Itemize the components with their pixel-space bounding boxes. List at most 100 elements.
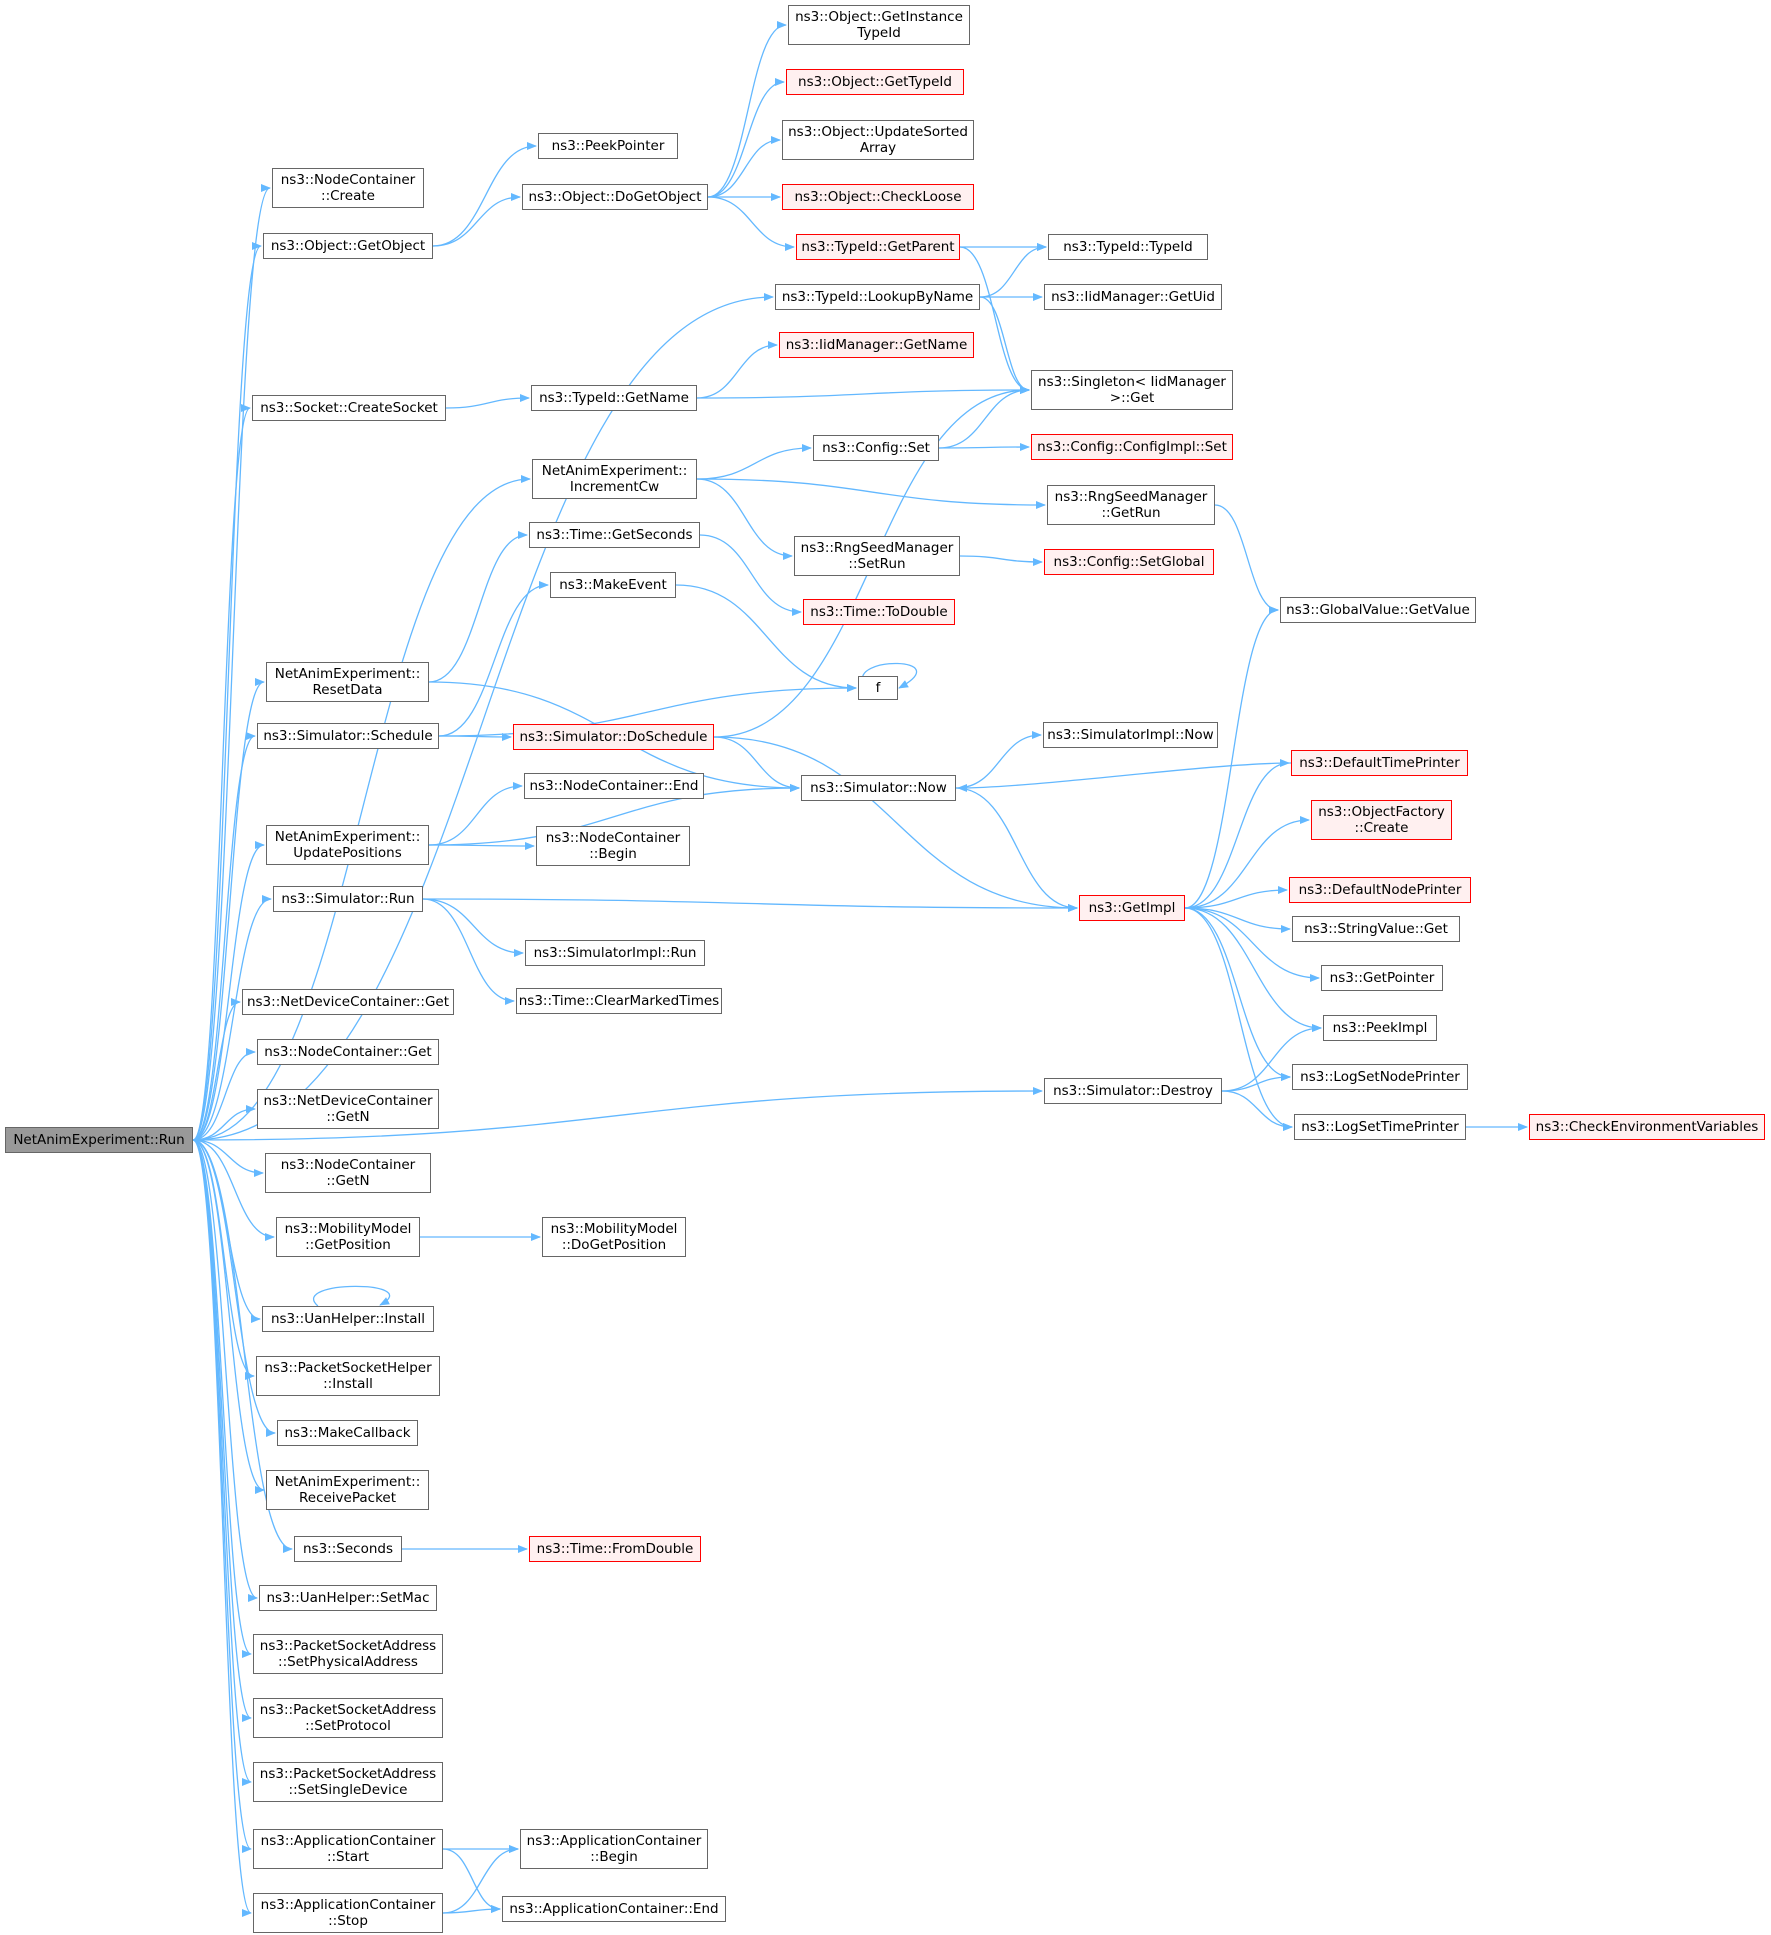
function-node-n26[interactable]: ns3::GlobalValue::GetValue bbox=[1280, 597, 1476, 623]
function-node-n6[interactable]: ns3::Object::GetTypeId bbox=[786, 69, 964, 95]
function-node-n38[interactable]: ns3::DefaultNodePrinter bbox=[1289, 877, 1471, 903]
function-node-n14[interactable]: ns3::Singleton< IidManager >::Get bbox=[1031, 370, 1233, 410]
call-edge-n40-to-n32 bbox=[1184, 759, 1290, 909]
function-node-n47[interactable]: ns3::NodeContainer::Get bbox=[257, 1039, 439, 1065]
call-edge-n4-to-n6 bbox=[707, 78, 785, 198]
function-node-n63[interactable]: ns3::PacketSocketAddress::SetPhysicalAdd… bbox=[253, 1634, 443, 1674]
function-node-n22[interactable]: ns3::RngSeedManager::SetRun bbox=[794, 536, 960, 576]
node-label-line: UpdatePositions bbox=[293, 845, 402, 861]
call-edge-root-to-n59 bbox=[192, 1139, 265, 1494]
function-node-n32[interactable]: ns3::DefaultTimePrinter bbox=[1291, 750, 1468, 776]
node-label-line: ::SetSingleDevice bbox=[288, 1782, 408, 1798]
node-label-line: ::SetRun bbox=[848, 556, 906, 572]
function-node-n16[interactable]: ns3::TypeId::GetName bbox=[531, 385, 697, 411]
function-node-n43[interactable]: ns3::GetPointer bbox=[1321, 965, 1443, 991]
function-node-n58[interactable]: ns3::MakeCallback bbox=[277, 1420, 418, 1446]
function-node-n62[interactable]: ns3::UanHelper::SetMac bbox=[259, 1585, 437, 1611]
function-node-n18[interactable]: ns3::Config::Set bbox=[813, 435, 939, 461]
function-node-n9[interactable]: ns3::TypeId::GetParent bbox=[796, 234, 960, 260]
node-label-line: ns3::LogSetTimePrinter bbox=[1301, 1119, 1459, 1135]
function-node-n52[interactable]: ns3::CheckEnvironmentVariables bbox=[1529, 1114, 1765, 1140]
function-node-n39[interactable]: ns3::Simulator::Run bbox=[273, 886, 423, 912]
function-node-n40[interactable]: ns3::GetImpl bbox=[1079, 895, 1185, 921]
node-label-line: ns3::MobilityModel bbox=[284, 1221, 412, 1237]
node-label-line: ::Create bbox=[321, 188, 375, 204]
function-node-n46[interactable]: ns3::PeekImpl bbox=[1323, 1015, 1437, 1041]
node-label-line: ns3::Simulator::Now bbox=[810, 780, 947, 796]
node-label-line: ns3::StringValue::Get bbox=[1304, 921, 1448, 937]
function-node-n8[interactable]: ns3::Object::CheckLoose bbox=[782, 184, 974, 210]
function-node-n37[interactable]: ns3::NodeContainer::Begin bbox=[536, 826, 690, 866]
function-node-n1[interactable]: ns3::NodeContainer::Create bbox=[272, 168, 424, 208]
function-node-n60[interactable]: ns3::Seconds bbox=[294, 1536, 402, 1562]
node-label-line: ::Stop bbox=[328, 1913, 368, 1929]
function-node-n53[interactable]: ns3::NodeContainer::GetN bbox=[265, 1153, 431, 1193]
function-node-n25[interactable]: ns3::MakeEvent bbox=[550, 572, 676, 598]
node-label-line: ns3::PeekPointer bbox=[551, 138, 665, 154]
function-node-n29[interactable]: ns3::Simulator::Schedule bbox=[257, 723, 439, 749]
function-node-n13[interactable]: ns3::IidManager::GetName bbox=[779, 332, 974, 358]
node-label-line: ns3::PacketSocketHelper bbox=[264, 1360, 432, 1376]
function-node-n11[interactable]: ns3::TypeId::LookupByName bbox=[775, 284, 980, 310]
function-node-n12[interactable]: ns3::IidManager::GetUid bbox=[1044, 284, 1222, 310]
function-node-n55[interactable]: ns3::MobilityModel::DoGetPosition bbox=[542, 1217, 686, 1257]
node-label-line: ns3::MakeEvent bbox=[559, 577, 667, 593]
function-node-n4[interactable]: ns3::Object::DoGetObject bbox=[522, 184, 708, 210]
function-node-n57[interactable]: ns3::PacketSocketHelper::Install bbox=[256, 1356, 440, 1396]
node-label-line: ns3::ApplicationContainer bbox=[260, 1833, 436, 1849]
function-node-n51[interactable]: ns3::LogSetTimePrinter bbox=[1294, 1114, 1466, 1140]
function-node-n10[interactable]: ns3::TypeId::TypeId bbox=[1048, 234, 1208, 260]
function-node-n17[interactable]: NetAnimExperiment::IncrementCw bbox=[532, 459, 697, 499]
node-label-line: ns3::Time::FromDouble bbox=[536, 1541, 694, 1557]
function-node-n59[interactable]: NetAnimExperiment::ReceivePacket bbox=[266, 1470, 429, 1510]
node-label-line: ns3::IidManager::GetUid bbox=[1051, 289, 1215, 305]
function-node-n44[interactable]: ns3::Time::ClearMarkedTimes bbox=[516, 988, 722, 1014]
function-node-n19[interactable]: ns3::Config::ConfigImpl::Set bbox=[1031, 434, 1233, 460]
function-node-n35[interactable]: ns3::ObjectFactory::Create bbox=[1311, 800, 1452, 840]
function-node-n67[interactable]: ns3::ApplicationContainer::Begin bbox=[520, 1829, 708, 1869]
node-label-line: ::Begin bbox=[589, 846, 637, 862]
function-node-n15[interactable]: ns3::Socket::CreateSocket bbox=[252, 395, 446, 421]
node-label-line: ns3::Object::CheckLoose bbox=[794, 189, 962, 205]
node-label-line: ResetData bbox=[312, 682, 383, 698]
function-node-n65[interactable]: ns3::PacketSocketAddress::SetSingleDevic… bbox=[253, 1762, 443, 1802]
function-node-n24[interactable]: ns3::Time::ToDouble bbox=[803, 599, 955, 625]
function-node-n54[interactable]: ns3::MobilityModel::GetPosition bbox=[276, 1217, 420, 1257]
node-label-line: ns3::GetPointer bbox=[1329, 970, 1435, 986]
function-node-n27[interactable]: f bbox=[858, 676, 898, 700]
function-node-n61[interactable]: ns3::Time::FromDouble bbox=[529, 1536, 701, 1562]
function-node-n50[interactable]: ns3::NetDeviceContainer::GetN bbox=[257, 1089, 439, 1129]
node-label-line: ns3::PacketSocketAddress bbox=[259, 1766, 437, 1782]
function-node-n31[interactable]: ns3::SimulatorImpl::Now bbox=[1043, 722, 1218, 748]
function-node-n68[interactable]: ns3::ApplicationContainer::Stop bbox=[253, 1893, 443, 1933]
function-node-n21[interactable]: ns3::Time::GetSeconds bbox=[529, 522, 700, 548]
call-edge-n2-to-n4 bbox=[432, 193, 521, 247]
function-node-n42[interactable]: ns3::SimulatorImpl::Run bbox=[525, 940, 705, 966]
function-node-n45[interactable]: ns3::NetDeviceContainer::Get bbox=[242, 989, 454, 1015]
function-node-n56[interactable]: ns3::UanHelper::Install bbox=[262, 1306, 434, 1332]
function-node-n30[interactable]: ns3::Simulator::DoSchedule bbox=[513, 724, 714, 750]
node-label-line: NetAnimExperiment:: bbox=[274, 829, 421, 845]
node-label-line: ns3::NodeContainer bbox=[280, 1157, 416, 1173]
function-node-n64[interactable]: ns3::PacketSocketAddress::SetProtocol bbox=[253, 1698, 443, 1738]
call-edge-n11-to-n14 bbox=[979, 296, 1030, 394]
function-node-n48[interactable]: ns3::LogSetNodePrinter bbox=[1292, 1064, 1468, 1090]
function-node-n41[interactable]: ns3::StringValue::Get bbox=[1292, 916, 1460, 942]
function-node-n36[interactable]: NetAnimExperiment::UpdatePositions bbox=[266, 825, 429, 865]
function-node-n66[interactable]: ns3::ApplicationContainer::Start bbox=[253, 1829, 443, 1869]
function-node-n20[interactable]: ns3::RngSeedManager::GetRun bbox=[1047, 485, 1215, 525]
node-label-line: ns3::ApplicationContainer bbox=[526, 1833, 702, 1849]
function-node-n34[interactable]: ns3::Simulator::Now bbox=[801, 775, 956, 801]
function-node-n23[interactable]: ns3::Config::SetGlobal bbox=[1044, 549, 1214, 575]
function-node-n28[interactable]: NetAnimExperiment::ResetData bbox=[266, 662, 429, 702]
function-node-n49[interactable]: ns3::Simulator::Destroy bbox=[1044, 1078, 1222, 1104]
function-node-n69[interactable]: ns3::ApplicationContainer::End bbox=[502, 1896, 726, 1922]
function-node-n33[interactable]: ns3::NodeContainer::End bbox=[524, 773, 704, 799]
node-label-line: ns3::Simulator::DoSchedule bbox=[519, 729, 708, 745]
function-node-n2[interactable]: ns3::Object::GetObject bbox=[263, 233, 433, 259]
function-node-n3[interactable]: ns3::PeekPointer bbox=[538, 133, 678, 159]
node-label-line: f bbox=[875, 680, 881, 696]
call-edge-n39-to-n42 bbox=[422, 898, 524, 957]
